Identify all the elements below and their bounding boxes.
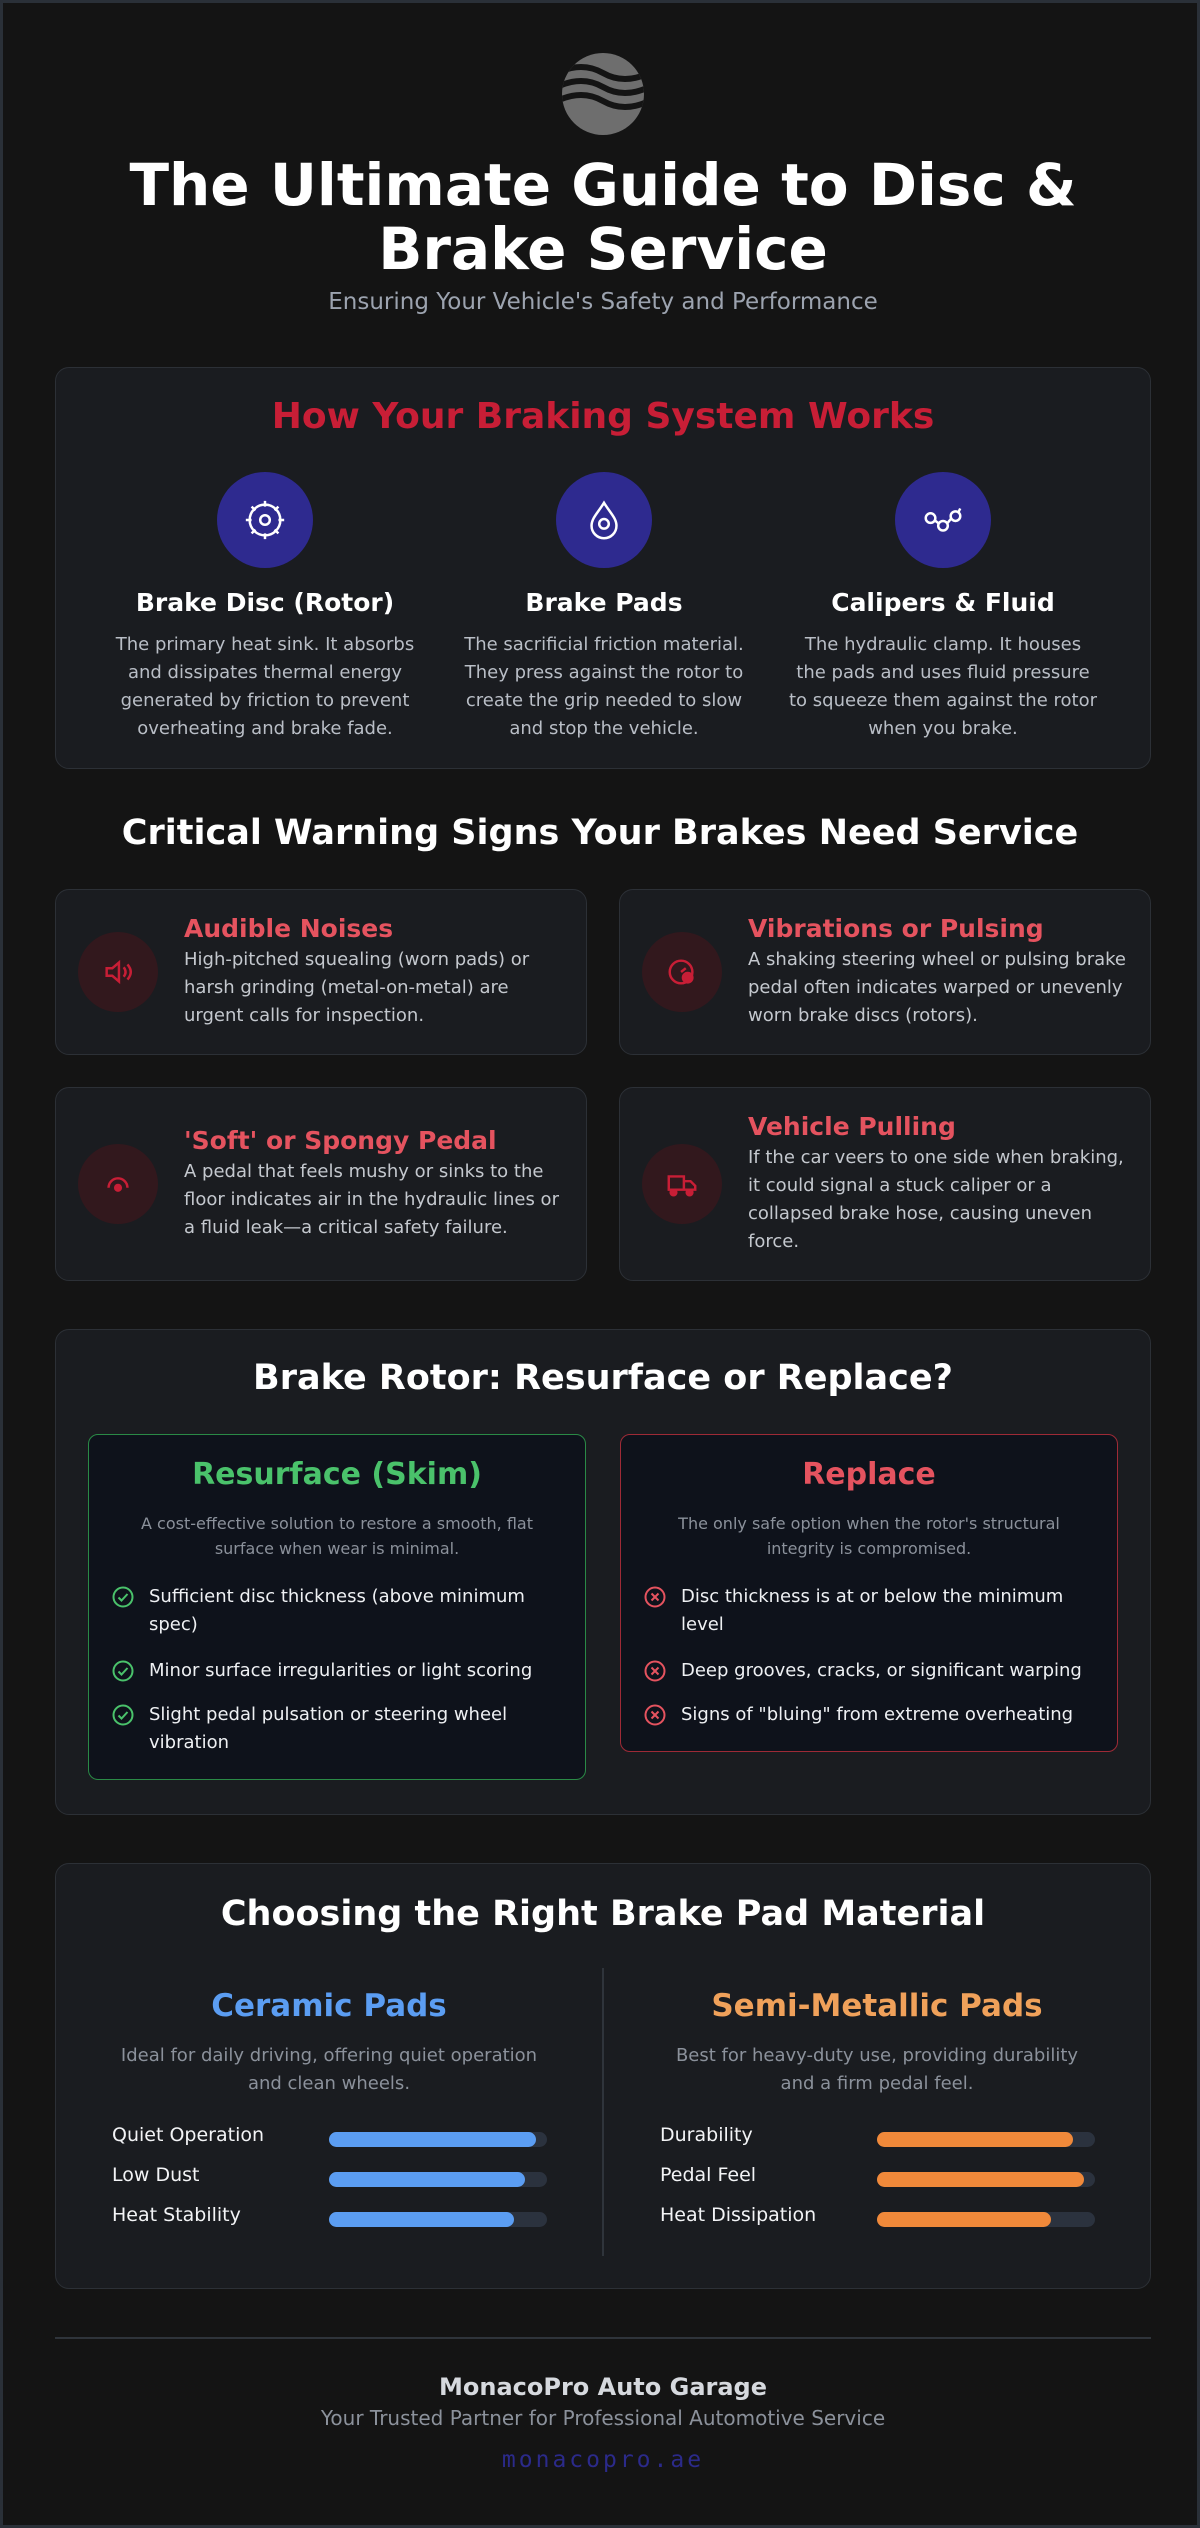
replace-criterion: Disc thickness is at or below the minimu… <box>643 1583 1097 1639</box>
hydraulic-link-icon <box>895 472 991 568</box>
replace-desc: The only safe option when the rotor's st… <box>678 1514 1060 1558</box>
component-brake-disc: Brake Disc (Rotor) The primary heat sink… <box>105 472 425 743</box>
warning-title: Vibrations or Pulsing <box>748 914 1044 943</box>
semi-metallic-desc: Best for heavy-duty use, providing durab… <box>675 2045 1079 2094</box>
warning-desc: High-pitched squealing (worn pads) or ha… <box>184 949 530 1026</box>
component-desc: The primary heat sink. It absorbs and di… <box>115 634 415 739</box>
rating-label: Heat Stability <box>112 2204 241 2226</box>
rating-track <box>877 2172 1095 2187</box>
check-circle-icon <box>112 1660 134 1682</box>
x-circle-icon <box>644 1660 666 1682</box>
how-it-works-title: How Your Braking System Works <box>271 396 935 437</box>
rating-label: Quiet Operation <box>112 2124 265 2146</box>
page-subtitle: Ensuring Your Vehicle's Safety and Perfo… <box>328 289 878 315</box>
component-desc: The hydraulic clamp. It houses the pads … <box>789 634 1097 739</box>
x-circle-icon <box>644 1704 666 1726</box>
resurface-title: Resurface (Skim) <box>192 1457 482 1492</box>
warning-title: 'Soft' or Spongy Pedal <box>184 1126 497 1155</box>
rating-fill <box>329 2172 526 2187</box>
pad-drop-icon <box>556 472 652 568</box>
speaker-icon <box>78 932 158 1012</box>
rotor-section-title: Brake Rotor: Resurface or Replace? <box>253 1358 953 1398</box>
column-divider <box>602 1968 604 2256</box>
replace-criterion: Signs of "bluing" from extreme overheati… <box>643 1701 1097 1729</box>
component-calipers-fluid: Calipers & Fluid The hydraulic clamp. It… <box>783 472 1103 743</box>
replace-criterion: Deep grooves, cracks, or significant war… <box>643 1657 1097 1685</box>
rating-fill <box>877 2212 1052 2227</box>
ceramic-rating: Quiet Operation <box>112 2124 552 2154</box>
pad-material-card: Choosing the Right Brake Pad Material Ce… <box>55 1863 1151 2289</box>
rating-track <box>877 2212 1095 2227</box>
footer-divider <box>55 2337 1151 2339</box>
rating-track <box>329 2172 547 2187</box>
resurface-panel: Resurface (Skim) A cost-effective soluti… <box>88 1434 586 1780</box>
resurface-desc: A cost-effective solution to restore a s… <box>141 1514 533 1558</box>
page-title-line-1: The Ultimate Guide to Disc & <box>129 151 1077 219</box>
truck-pull-icon <box>642 1144 722 1224</box>
rating-label: Low Dust <box>112 2164 200 2186</box>
rating-track <box>877 2132 1095 2147</box>
replace-panel: Replace The only safe option when the ro… <box>620 1434 1118 1752</box>
component-name: Brake Disc (Rotor) <box>135 588 395 617</box>
component-name: Brake Pads <box>525 588 683 617</box>
component-name: Calipers & Fluid <box>831 588 1055 617</box>
semi-metallic-rating: Durability <box>660 2124 1100 2154</box>
resurface-criterion: Slight pedal pulsation or steering wheel… <box>111 1701 565 1757</box>
replace-title: Replace <box>802 1457 936 1492</box>
wheel-alert-icon <box>642 932 722 1012</box>
warning-desc: A shaking steering wheel or pulsing brak… <box>748 949 1126 1026</box>
ceramic-rating: Low Dust <box>112 2164 552 2194</box>
rating-fill <box>329 2132 537 2147</box>
rating-fill <box>877 2132 1074 2147</box>
ceramic-title: Ceramic Pads <box>211 1988 447 2024</box>
warning-desc: If the car veers to one side when brakin… <box>748 1147 1124 1252</box>
warnings-title: Critical Warning Signs Your Brakes Need … <box>121 813 1079 853</box>
rating-track <box>329 2132 547 2147</box>
rating-label: Pedal Feel <box>660 2164 757 2186</box>
how-it-works-card: How Your Braking System Works Brake Disc… <box>55 367 1151 769</box>
warning-desc: A pedal that feels mushy or sinks to the… <box>184 1161 559 1238</box>
resurface-criterion: Minor surface irregularities or light sc… <box>111 1657 565 1685</box>
brand-logo <box>562 53 644 135</box>
semi-metallic-title: Semi-Metallic Pads <box>711 1988 1043 2024</box>
semi-metallic-rating: Heat Dissipation <box>660 2204 1100 2234</box>
footer-company-name: MonacoPro Auto Garage <box>439 2373 767 2401</box>
warning-title: Audible Noises <box>184 914 394 943</box>
check-circle-icon <box>112 1586 134 1608</box>
warning-card-audible-noises: Audible Noises High-pitched squealing (w… <box>55 889 587 1055</box>
rating-label: Durability <box>660 2124 753 2146</box>
check-circle-icon <box>112 1704 134 1726</box>
x-circle-icon <box>644 1586 666 1608</box>
warning-title: Vehicle Pulling <box>748 1112 956 1141</box>
gauge-icon <box>78 1144 158 1224</box>
pad-section-title: Choosing the Right Brake Pad Material <box>220 1894 986 1934</box>
rating-fill <box>877 2172 1085 2187</box>
warning-card-spongy-pedal: 'Soft' or Spongy Pedal A pedal that feel… <box>55 1087 587 1281</box>
footer-tagline: Your Trusted Partner for Professional Au… <box>320 2406 886 2430</box>
footer-website-link[interactable]: monacopro.ae <box>501 2447 705 2473</box>
resurface-criterion: Sufficient disc thickness (above minimum… <box>111 1583 565 1639</box>
ceramic-rating: Heat Stability <box>112 2204 552 2234</box>
warning-card-vibrations: Vibrations or Pulsing A shaking steering… <box>619 889 1151 1055</box>
rating-track <box>329 2212 547 2227</box>
rating-fill <box>329 2212 515 2227</box>
page-title-line-2: Brake Service <box>378 215 828 283</box>
component-desc: The sacrificial friction material. They … <box>464 634 744 739</box>
warning-card-vehicle-pulling: Vehicle Pulling If the car veers to one … <box>619 1087 1151 1281</box>
component-brake-pads: Brake Pads The sacrificial friction mate… <box>444 472 764 743</box>
gear-disc-icon <box>217 472 313 568</box>
rating-label: Heat Dissipation <box>660 2204 817 2226</box>
ceramic-desc: Ideal for daily driving, offering quiet … <box>120 2045 538 2094</box>
semi-metallic-rating: Pedal Feel <box>660 2164 1100 2194</box>
rotor-decision-card: Brake Rotor: Resurface or Replace? Resur… <box>55 1329 1151 1815</box>
page-title: The Ultimate Guide to Disc & Brake Servi… <box>3 153 1200 281</box>
